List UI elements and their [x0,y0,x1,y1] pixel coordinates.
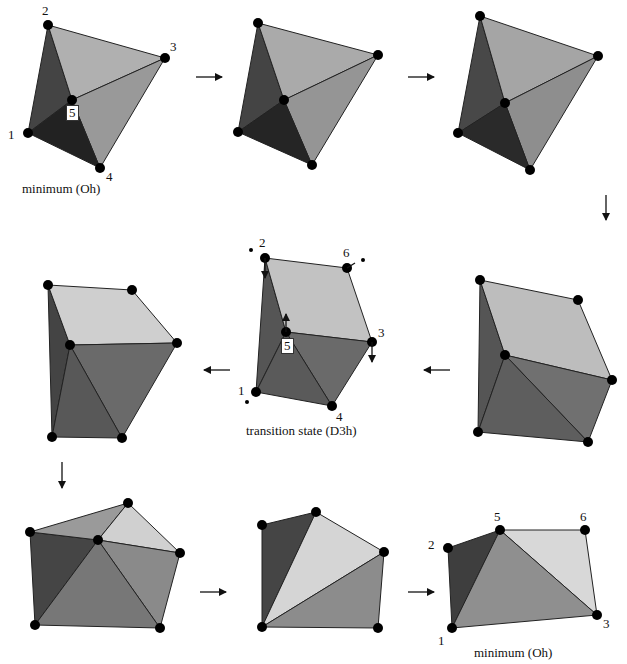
vertex-number: 3 [378,326,385,340]
vertex-number: 5 [281,338,294,354]
vertex-number: 2 [42,4,49,18]
vertex-number: 5 [66,105,79,121]
vertex-number: 2 [259,236,266,250]
vertex-number: 1 [438,634,445,648]
vertex-number: 1 [238,384,245,398]
vertex-number: 3 [603,617,610,631]
vertex-number: 4 [336,410,343,424]
vertex-number: 6 [580,510,587,524]
state-caption: minimum (Oh) [22,182,100,196]
vertex-number: 3 [170,40,177,54]
vertex-number: 4 [106,170,113,184]
vertex-number: 6 [343,246,350,260]
vertex-number: 2 [428,538,435,552]
vertex-number: 5 [494,510,501,524]
vertex-number: 1 [8,128,15,142]
state-caption: transition state (D3h) [246,424,356,438]
state-caption: minimum (Oh) [474,646,552,660]
